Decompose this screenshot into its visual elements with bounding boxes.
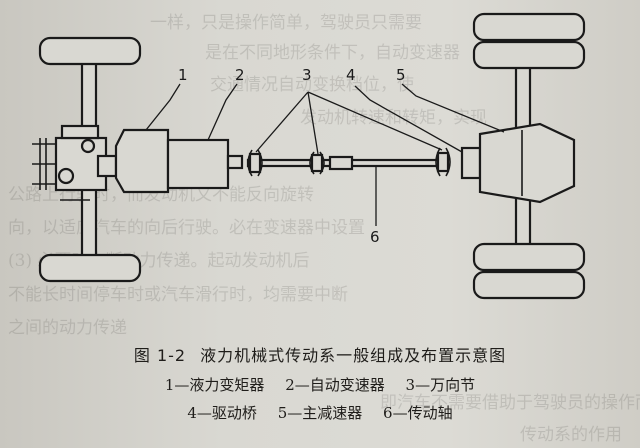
- front-right-wheel: [38, 253, 142, 283]
- engine-head: [60, 124, 100, 140]
- torque-converter: [114, 128, 170, 194]
- ghost-line: 传动系的作用: [520, 425, 622, 445]
- legend-item: 2—自动变速器: [285, 376, 385, 394]
- universal-joint-rear: [435, 147, 451, 177]
- drive-axle: [460, 12, 586, 300]
- figure-caption: 图 1-2 液力机械式传动系一般组成及布置示意图: [0, 342, 640, 366]
- callout-3: 3: [302, 66, 312, 84]
- callout-4: 4: [346, 66, 356, 84]
- steering-wheel: [32, 138, 56, 190]
- front-left-wheel: [38, 36, 142, 66]
- rear-left-inner-wheel: [472, 40, 586, 70]
- legend-item: 6—传动轴: [383, 404, 453, 422]
- legend-item: 5—主减速器: [277, 404, 363, 422]
- callout-1: 1: [178, 66, 188, 84]
- legend-item: 3—万向节: [405, 376, 476, 394]
- legend-item: 1—液力变矩器: [164, 376, 265, 394]
- final-drive-housing: [478, 122, 576, 204]
- leader-lines: [145, 83, 505, 226]
- universal-joint-middle: [309, 151, 354, 175]
- callout-2: 2: [235, 66, 245, 84]
- rear-right-inner-wheel: [472, 242, 586, 272]
- figure-number: 图 1-2: [133, 346, 187, 365]
- callout-5: 5: [396, 66, 406, 84]
- drivetrain-diagram: 1 2 3 4 5 6: [32, 12, 586, 300]
- legend-item: 4—驱动桥: [187, 404, 257, 422]
- transmission-output: [226, 154, 244, 170]
- figure-title: 液力机械式传动系一般组成及布置示意图: [200, 346, 507, 365]
- automatic-transmission: [166, 138, 230, 190]
- legend-row-2: 4—驱动桥 5—主减速器 6—传动轴: [0, 402, 640, 423]
- rear-left-outer-wheel: [472, 12, 586, 42]
- pinion-housing: [460, 146, 482, 180]
- rear-right-outer-wheel: [472, 270, 586, 300]
- universal-joint-front: [247, 149, 263, 177]
- legend-row-1: 1—液力变矩器 2—自动变速器 3—万向节: [0, 374, 640, 395]
- engine: [54, 124, 118, 201]
- callout-6: 6: [370, 228, 380, 246]
